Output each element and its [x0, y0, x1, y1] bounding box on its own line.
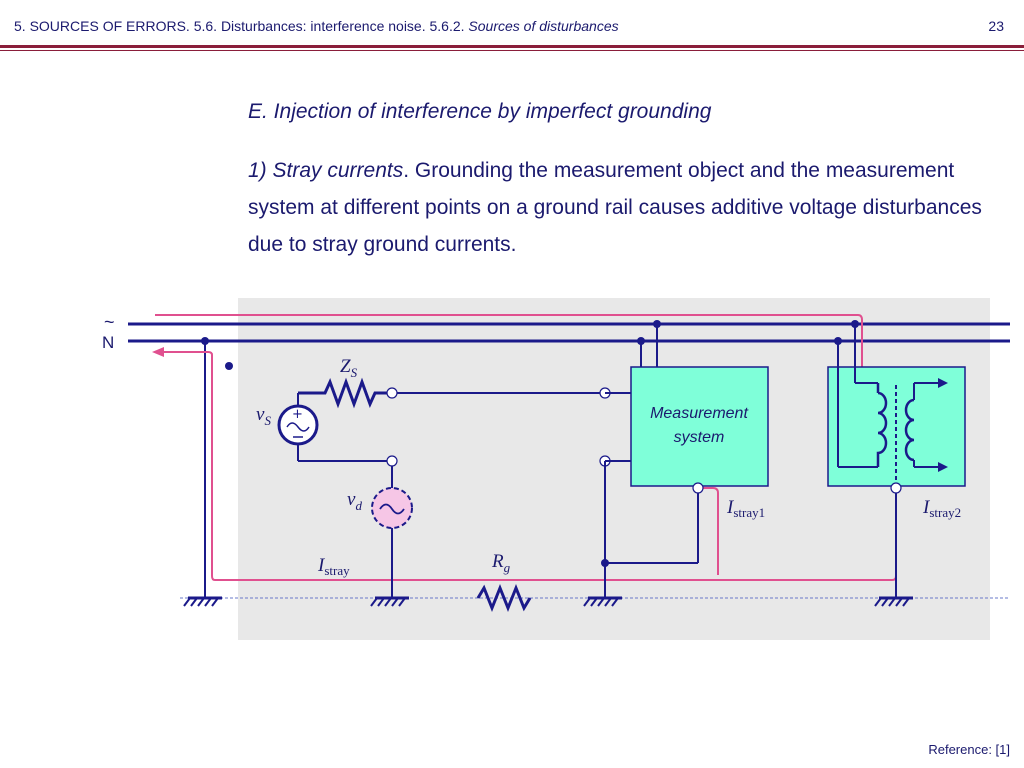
istray-label: Istray — [317, 555, 350, 578]
istray2-label: Istray2 — [922, 497, 961, 520]
junction-dot — [225, 362, 233, 370]
measurement-system-label: Measurement — [650, 405, 748, 422]
zs-label: ZS — [340, 356, 358, 380]
stray-current-path-return — [700, 487, 719, 575]
vs-plus: + — [292, 407, 303, 422]
junction-dot — [201, 337, 209, 345]
ground-symbol — [874, 596, 913, 607]
paragraph-lead: 1) Stray currents — [248, 159, 404, 182]
istray1-label: Istray1 — [726, 497, 765, 520]
page-number: 23 — [988, 18, 1004, 34]
reference-note: Reference: [1] — [928, 742, 1010, 757]
breadcrumb: 5. SOURCES OF ERRORS. 5.6. Disturbances:… — [14, 18, 619, 34]
measurement-system-box — [630, 366, 769, 487]
arrow-right-icon — [938, 378, 948, 388]
breadcrumb-current: Sources of disturbances — [468, 18, 619, 34]
tr-primary-coil-icon — [876, 383, 888, 467]
junction-dot — [653, 320, 661, 328]
rg-resistor — [476, 583, 532, 613]
junction-dot — [637, 337, 645, 345]
section-title: E. Injection of interference by imperfec… — [248, 100, 712, 123]
tr-secondary-coil-icon — [904, 398, 915, 462]
terminal — [890, 482, 902, 494]
junction-dot — [851, 320, 859, 328]
arrow-right-icon — [938, 462, 948, 472]
circuit-diagram: ~ N + — [102, 298, 1010, 640]
rg-label: Rg — [491, 551, 511, 575]
neutral-label: N — [102, 333, 114, 352]
terminal — [386, 455, 398, 467]
terminal — [386, 387, 398, 399]
header-rule — [0, 45, 1024, 48]
ground-symbol — [370, 596, 409, 607]
terminal — [692, 482, 704, 494]
phase-label: ~ — [104, 312, 115, 332]
paragraph: 1) Stray currents. Grounding the measure… — [248, 152, 988, 263]
vd-label: vd — [347, 489, 362, 513]
zs-resistor — [298, 377, 392, 409]
measurement-system-label: system — [674, 429, 725, 446]
ground-symbol — [583, 596, 622, 607]
ground-symbol — [183, 596, 222, 607]
stray-arrow-icon — [152, 347, 164, 357]
junction-dot — [834, 337, 842, 345]
vs-label: vS — [256, 404, 271, 428]
vd-wave-icon — [379, 503, 405, 515]
breadcrumb-text: 5. SOURCES OF ERRORS. 5.6. Disturbances:… — [14, 18, 469, 34]
header-rule-thin — [0, 50, 1024, 51]
paragraph-body: . Grounding the measurement object and t… — [248, 159, 982, 256]
vs-wave-icon — [286, 422, 310, 432]
